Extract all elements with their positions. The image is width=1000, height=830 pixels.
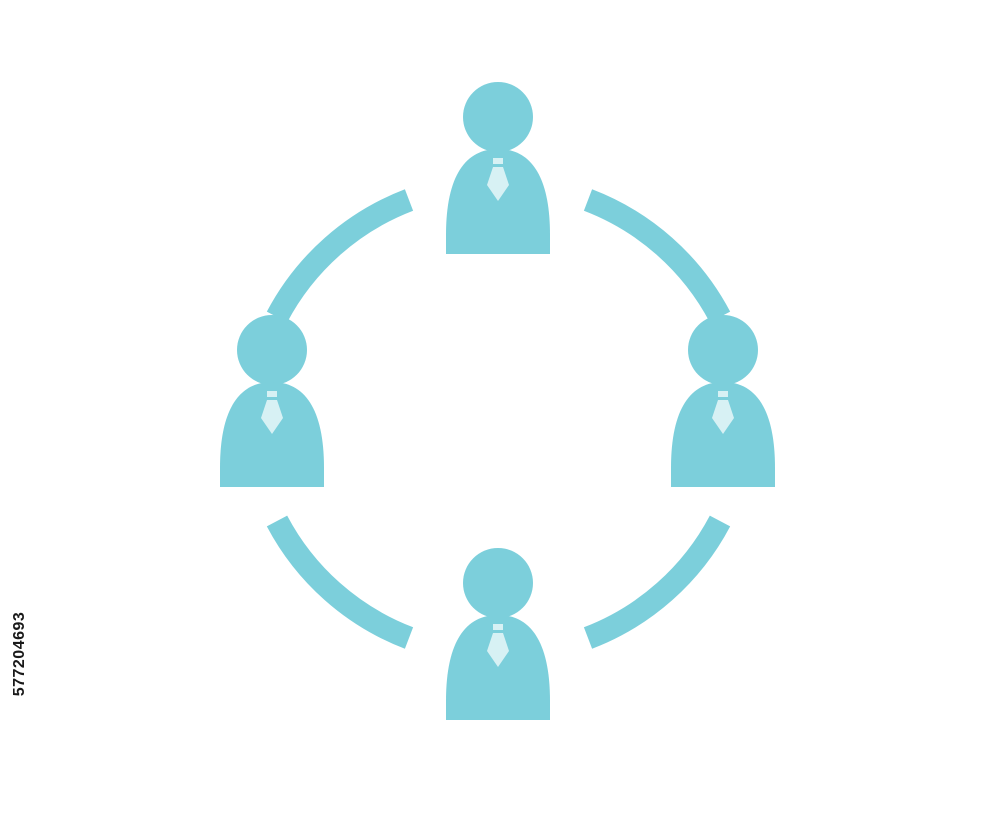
people <box>220 82 775 720</box>
person-with-tie-icon-top <box>446 82 550 254</box>
stock-id-text: 577204693 <box>11 611 28 697</box>
arc-connector-bottom-right <box>583 515 731 649</box>
arc-connector-top-left <box>266 189 414 323</box>
person-with-tie-icon-right <box>671 315 775 487</box>
arc-connector-top-right <box>583 189 731 323</box>
arc-connector-bottom-left <box>266 515 414 649</box>
stock-id-watermark: 577204693 <box>2 588 38 720</box>
person-with-tie-icon-left <box>220 315 324 487</box>
person-with-tie-icon-bottom <box>446 548 550 720</box>
connectors <box>266 189 731 649</box>
